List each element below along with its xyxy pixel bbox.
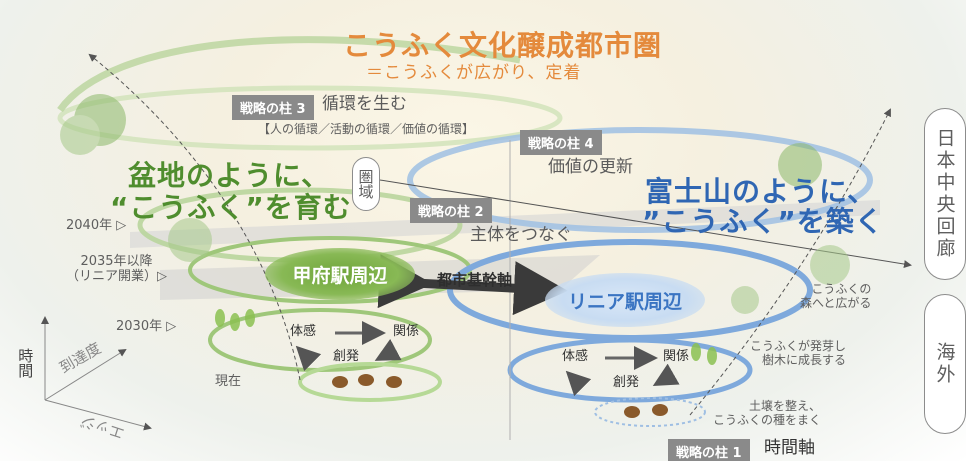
right-slogan-line1: 富士山のように、 <box>645 175 877 208</box>
left-cycle-c: 創発 <box>333 349 360 364</box>
plane-2040 <box>130 200 880 248</box>
stage-forest: こうふくの 森へと広がる <box>800 282 872 310</box>
seeds-right <box>624 404 668 418</box>
right-slogan-line2: ”こうふく”を築く <box>642 205 884 238</box>
left-cycle-arrow-3 <box>295 345 322 372</box>
year-2040: 2040年 ▷ <box>66 218 127 233</box>
pillar-2-label: 主体をつなぐ <box>470 225 572 245</box>
left-cycle-b: 関係 <box>393 324 420 339</box>
green-ring-2030 <box>208 308 432 372</box>
main-subtitle: ＝こうふくが広がり、定着 <box>366 63 582 83</box>
linear-station-node: リニア駅周辺 <box>545 273 705 327</box>
left-cycle-arrow-2 <box>374 338 402 361</box>
pillar-2-badge: 戦略の柱 2 <box>410 198 492 223</box>
pillar-1-label: 時間軸 <box>764 438 815 458</box>
axis-label: 都市基幹軸 <box>437 271 513 289</box>
right-dashed-arrow <box>689 108 891 416</box>
left-cycle-a: 体感 <box>290 324 317 339</box>
pillar-1-badge: 戦略の柱 1 <box>668 439 750 461</box>
blue-ring-top <box>407 127 873 233</box>
stage-sprout: こうふくが発芽し 樹木に成長する <box>750 339 847 367</box>
right-cycle-arrow-3 <box>565 370 592 397</box>
green-ring-now <box>298 362 442 402</box>
green-ring-top <box>57 85 563 151</box>
main-title: こうふく文化醸成都市圏 <box>343 29 663 62</box>
blue-ring-seed <box>594 397 706 427</box>
pillar-4-label: 価値の更新 <box>548 157 633 177</box>
pillar-3-note: 【人の循環／活動の循環／価値の循環】 <box>258 122 475 136</box>
left-slogan-line1: 盆地のように、 <box>128 159 331 192</box>
year-2030: 2030年 ▷ <box>116 319 177 334</box>
pillar-3-badge: 戦略の柱 3 <box>232 95 314 120</box>
right-cycle-c: 創発 <box>613 375 640 390</box>
pillar-4-badge: 戦略の柱 4 <box>520 130 602 155</box>
year-now: 現在 <box>215 374 242 389</box>
trees-left <box>60 94 212 262</box>
sprouts-right <box>691 343 717 365</box>
right-cycle-b: 関係 <box>663 349 690 364</box>
right-cycle-a: 体感 <box>562 349 589 364</box>
seeds-left <box>332 374 402 388</box>
axis-edge-line <box>44 399 152 431</box>
pillar-3-label: 循環を生む <box>322 94 407 114</box>
area-pill: 圏域 <box>352 157 380 211</box>
green-outer-spiral <box>57 36 521 113</box>
axis-reach-line <box>44 348 127 401</box>
pill-japan-corridor: 日本中央回廊 <box>924 108 966 280</box>
right-cycle-arrow-2 <box>652 363 680 386</box>
left-slogan-line2: “こうふく”を育む <box>110 191 352 224</box>
kofu-station-node: 甲府駅周辺 <box>265 248 415 300</box>
stage-seed: 土壌を整え、 こうふくの種をまく <box>713 399 822 427</box>
left-dashed-arrow <box>88 53 301 381</box>
axis-double-arrow <box>377 254 568 316</box>
year-2035: 2035年以降 （リニア開業）▷ <box>66 254 167 284</box>
axis-time-label: 時間 <box>16 348 35 378</box>
pill-overseas: 海外 <box>924 294 966 434</box>
sprouts-left <box>215 309 255 331</box>
trees-right <box>731 143 850 314</box>
